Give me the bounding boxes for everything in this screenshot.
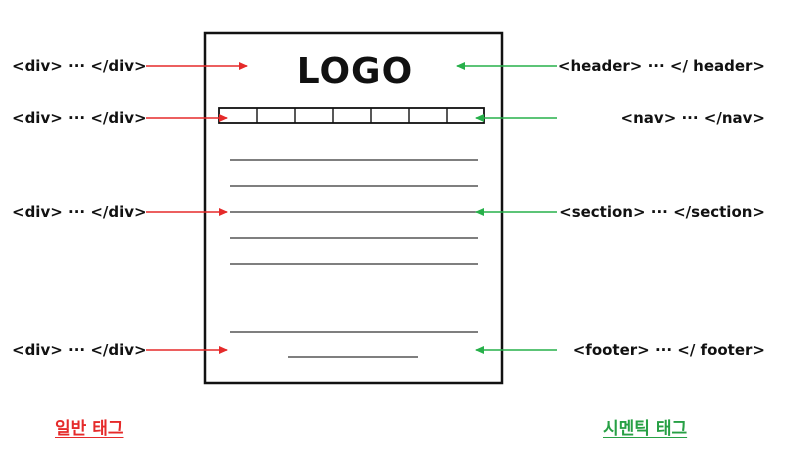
left-label-section: <div> ··· </div> <box>12 203 147 221</box>
right-label-nav: <nav> ··· </nav> <box>620 109 765 127</box>
left-label-nav: <div> ··· </div> <box>12 109 147 127</box>
caption-general-tags: 일반 태그 <box>55 419 124 439</box>
left-label-header: <div> ··· </div> <box>12 57 147 75</box>
left-arrows <box>146 62 248 354</box>
left-label-footer: <div> ··· </div> <box>12 341 147 359</box>
right-label-header: <header> ··· </ header> <box>557 57 765 75</box>
right-label-footer: <footer> ··· </ footer> <box>572 341 765 359</box>
right-arrows <box>456 62 557 354</box>
caption-semantic-tags: 시멘틱 태그 <box>603 419 688 439</box>
section-lines <box>230 159 478 265</box>
right-label-section: <section> ··· </section> <box>559 203 765 221</box>
footer-lines <box>230 331 478 358</box>
page-frame <box>203 31 504 385</box>
nav-bar <box>218 107 485 124</box>
logo-text: LOGO <box>296 51 414 92</box>
